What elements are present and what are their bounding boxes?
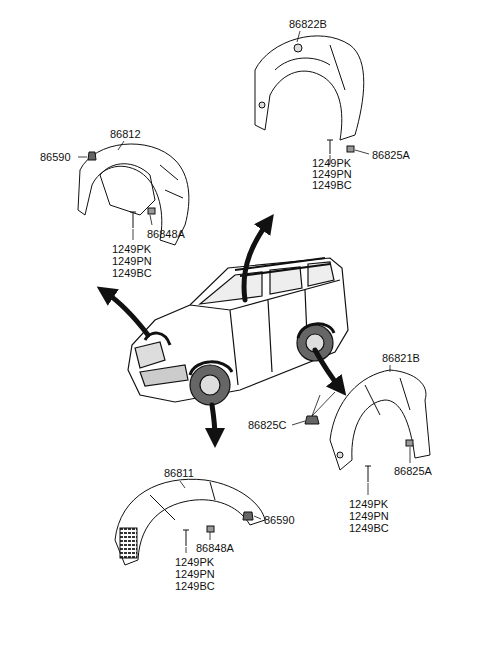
rear-left-liner (365, 378, 410, 415)
fasteners (183, 530, 189, 546)
leader-lines (292, 421, 305, 425)
part-number: 86848A (147, 228, 185, 240)
fasteners (365, 466, 371, 482)
fasteners (243, 512, 253, 520)
front-right-liner (78, 144, 189, 245)
part-number: 1249PK (112, 243, 151, 255)
leader-lines (150, 215, 152, 225)
part-number: 1249PN (349, 510, 389, 522)
pointer-arrows (105, 292, 148, 335)
leader-lines (133, 229, 134, 240)
leader-lines (78, 157, 87, 158)
part-number: 1249BC (349, 522, 389, 534)
rear-right-liner (255, 36, 364, 140)
part-number: 86811 (164, 467, 194, 479)
part-number: 86590 (264, 514, 295, 526)
pointer-arrows (105, 222, 340, 438)
part-number: 86825A (372, 149, 410, 161)
car-body (190, 365, 230, 405)
rear-left-liner (330, 370, 430, 470)
part-number: 86821B (382, 352, 420, 364)
front-right-liner (78, 144, 189, 245)
rear-right-liner (255, 36, 364, 140)
rear-right-liner (259, 102, 265, 108)
part-number: 1249PK (312, 157, 351, 169)
pointer-arrows (315, 350, 340, 388)
rear-left-liner (337, 452, 343, 458)
part-number: 86812 (110, 128, 141, 140)
fasteners (88, 152, 96, 160)
car-body (128, 258, 348, 405)
car-body (200, 375, 220, 395)
leader-lines (180, 481, 185, 488)
leader-lines (118, 141, 124, 150)
part-number: 86590 (40, 151, 71, 163)
front-right-liner (100, 164, 155, 215)
leader-lines (297, 31, 300, 42)
leader-lines (186, 547, 187, 553)
part-number: 86825A (394, 465, 432, 477)
part-number: 86848A (196, 542, 234, 554)
fasteners (305, 416, 319, 424)
leader-lines (355, 150, 369, 154)
leader-lines (368, 483, 369, 495)
fasteners (207, 526, 214, 532)
car-body (200, 262, 334, 304)
part-number: 86822B (289, 18, 327, 30)
car-body (135, 342, 165, 368)
part-number: 1249PN (112, 255, 152, 267)
front-left-liner (120, 528, 137, 558)
part-number: 1249PK (349, 498, 388, 510)
fasteners (327, 140, 333, 154)
part-number: 1249BC (175, 580, 215, 592)
leader-lines (390, 365, 391, 372)
fasteners (88, 140, 413, 546)
car-body (128, 258, 348, 402)
leader-lines (312, 392, 335, 416)
fasteners (406, 440, 413, 446)
fasteners (148, 208, 155, 214)
leader-lines (254, 516, 261, 519)
part-number: 1249BC (112, 267, 152, 279)
leader-lines (410, 447, 411, 463)
leader-lines (210, 532, 211, 540)
car-body (145, 324, 334, 375)
fasteners (347, 146, 354, 152)
part-number: 1249PK (175, 556, 214, 568)
rear-right-liner (294, 44, 302, 52)
fasteners (130, 212, 136, 228)
rear-left-liner (330, 370, 430, 470)
front-right-liner (160, 165, 183, 198)
front-left-liner (150, 482, 215, 520)
leader-lines (78, 31, 410, 553)
pointer-arrows (212, 405, 215, 438)
rear-right-liner (275, 45, 345, 90)
front-left-liner (115, 479, 265, 565)
front-left-liner (115, 479, 265, 565)
part-number: 86825C (248, 419, 287, 431)
part-number: 1249PN (175, 568, 215, 580)
car-body (140, 365, 188, 386)
pointer-arrows (244, 222, 268, 300)
part-number: 1249BC (312, 179, 352, 191)
part-number: 1249PN (312, 168, 352, 180)
